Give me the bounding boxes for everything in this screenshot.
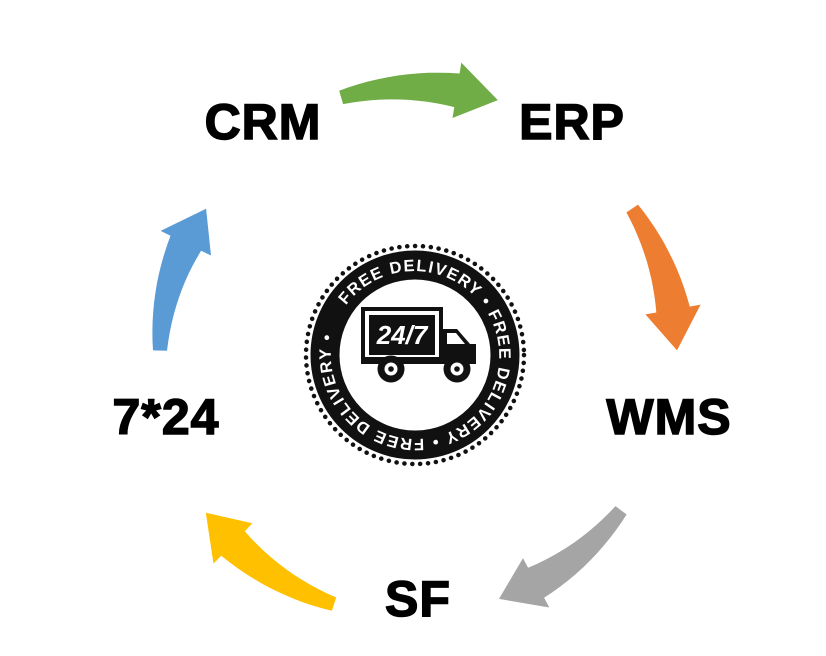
delivery-truck-icon: 24/7 bbox=[361, 307, 476, 383]
arrow-wms-to-sf bbox=[499, 506, 627, 608]
label-erp: ERP bbox=[518, 94, 625, 150]
label-sf: SF bbox=[384, 571, 451, 627]
truck-cargo-box bbox=[361, 307, 443, 363]
truck-front-wheel bbox=[443, 355, 471, 383]
free-delivery-stamp: FREE DELIVERY • FREE DELIVERY • FREE DEL… bbox=[303, 243, 527, 467]
badge-perforated-rim bbox=[303, 243, 527, 467]
arrow-erp-to-wms bbox=[626, 204, 701, 351]
arrow-crm-to-erp bbox=[339, 62, 498, 118]
arrow-7x24-to-crm bbox=[152, 208, 211, 351]
truck-24-7-label: 24/7 bbox=[376, 320, 429, 350]
arrow-sf-to-7x24 bbox=[205, 512, 337, 611]
truck-window bbox=[447, 333, 465, 344]
truck-chassis bbox=[361, 357, 476, 364]
free-delivery-badge: FREE DELIVERY • FREE DELIVERY • FREE DEL… bbox=[295, 235, 535, 475]
truck-rear-wheel bbox=[377, 355, 405, 383]
label-wms: WMS bbox=[606, 389, 732, 445]
label-crm: CRM bbox=[204, 94, 322, 150]
label-7x24: 7*24 bbox=[112, 389, 220, 445]
